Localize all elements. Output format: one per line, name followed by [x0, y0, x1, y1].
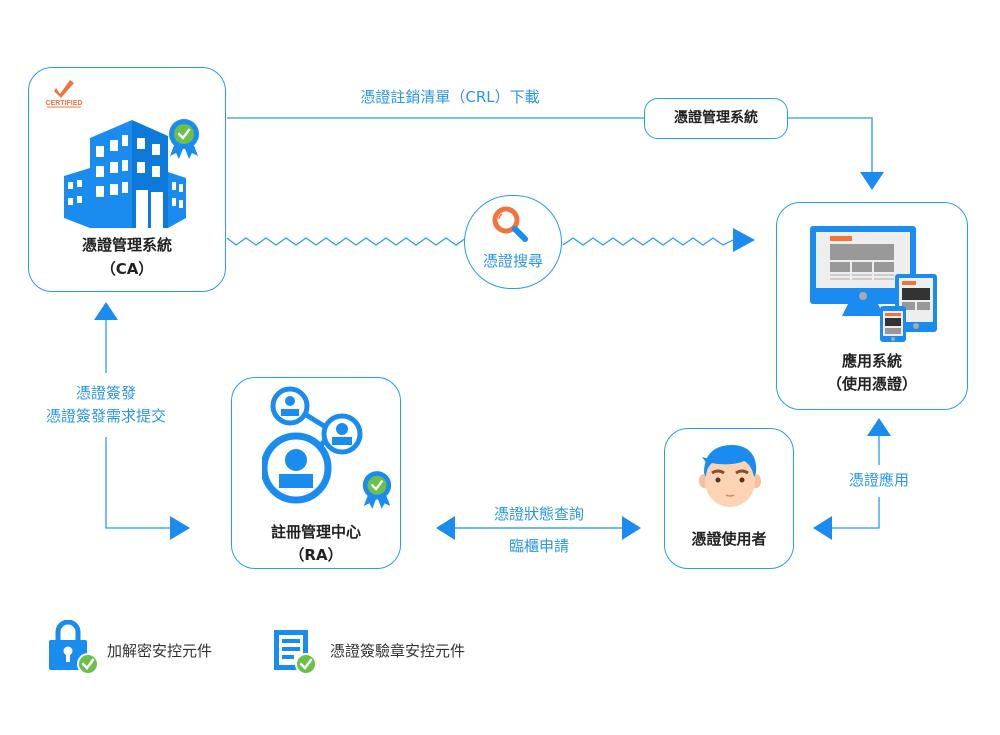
status-arrowhead-left [436, 516, 455, 540]
issue-arrowhead-right [170, 516, 190, 540]
document-check-icon [274, 630, 317, 675]
cms-pill: 憑證管理系統 [644, 98, 788, 139]
zigzag-ca-search [226, 237, 467, 246]
issue-arrowhead-up [94, 302, 118, 320]
app-subtitle: （使用憑證） [826, 375, 917, 393]
status-query-label: 憑證狀態查詢 [493, 505, 584, 523]
counter-apply-label: 臨櫃申請 [508, 537, 569, 555]
ca-title: 憑證管理系統 [81, 236, 172, 254]
crl-arrowhead [860, 172, 884, 190]
legend-label: 憑證簽驗章安控元件 [330, 642, 466, 660]
users-network-icon [262, 386, 363, 504]
certified-stamp-icon: CERTIFIED [46, 80, 83, 108]
search-arrowhead [733, 228, 755, 252]
magnifier-icon [492, 206, 528, 242]
lock-check-icon [49, 620, 99, 675]
use-arrowhead-up [867, 418, 891, 436]
use-arrowhead-left [813, 516, 832, 540]
ra-title: 註冊管理中心 [270, 523, 361, 541]
app-title: 應用系統 [841, 352, 902, 370]
ca-subtitle: （CA） [100, 260, 154, 278]
search-title: 憑證搜尋 [482, 252, 543, 270]
user-face-icon [699, 445, 761, 507]
status-arrowhead-right [622, 516, 641, 540]
legend-label: 加解密安控元件 [107, 642, 213, 660]
crl-download-label: 憑證註銷清單（CRL）下載 [360, 88, 540, 106]
issue-label: 憑證簽發 [75, 384, 136, 402]
crl-line-to-app [787, 117, 873, 172]
devices-icon [810, 226, 937, 342]
cert-use-label: 憑證應用 [848, 471, 909, 489]
ra-subtitle: （RA） [289, 546, 343, 564]
zigzag-search-app [562, 237, 734, 246]
verified-ribbon-icon [362, 471, 392, 509]
issue-request-label: 憑證簽發需求提交 [45, 407, 166, 425]
svg-text:CERTIFIED: CERTIFIED [46, 100, 83, 107]
certified-ribbon-icon [169, 119, 199, 159]
building-icon [64, 120, 186, 228]
user-title: 憑證使用者 [691, 530, 767, 548]
